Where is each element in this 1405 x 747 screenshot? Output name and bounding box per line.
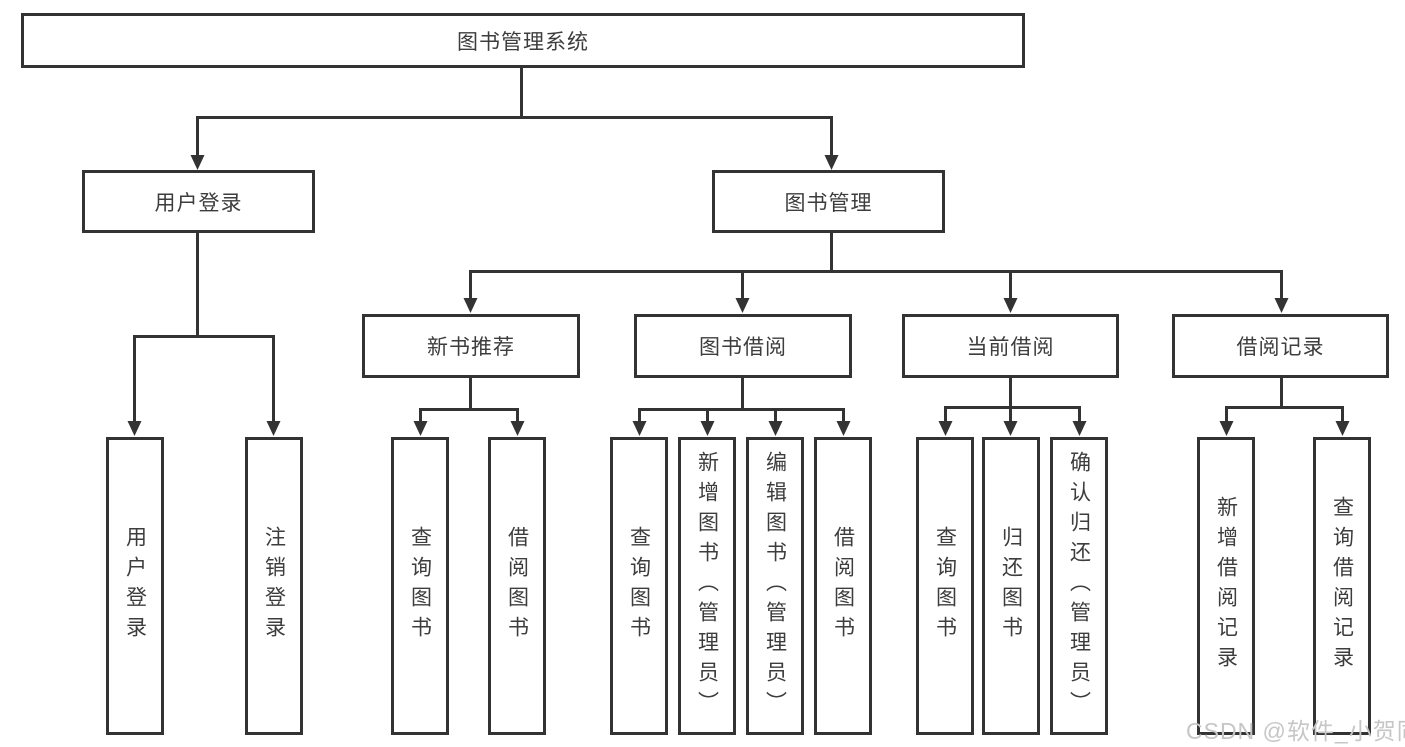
node-book-management: 图书管理 <box>712 170 945 233</box>
leaf-recommend-borrow-books: 借阅图书 <box>488 437 546 735</box>
leaf-logout-label: 注销登录 <box>262 526 286 646</box>
leaf-current-query-books: 查询图书 <box>916 437 974 735</box>
leaf-current-query-books-label: 查询图书 <box>933 526 957 646</box>
node-new-book-recommend: 新书推荐 <box>362 314 580 378</box>
leaf-records-query-record: 查询借阅记录 <box>1313 437 1371 735</box>
leaf-user-login: 用户登录 <box>106 437 164 735</box>
leaf-borrow-query-books-label: 查询图书 <box>627 526 651 646</box>
node-book-management-label: 图书管理 <box>784 191 873 215</box>
leaf-recommend-query-books-label: 查询图书 <box>408 526 432 646</box>
node-book-borrow: 图书借阅 <box>634 314 852 378</box>
leaf-current-return-books-label: 归还图书 <box>999 526 1023 646</box>
node-current-borrow: 当前借阅 <box>902 314 1119 378</box>
node-user-login-label: 用户登录 <box>154 191 243 215</box>
node-root-label: 图书管理系统 <box>457 30 589 54</box>
leaf-borrow-add-books-admin: 新增图书（管理员） <box>678 437 736 735</box>
leaf-current-confirm-return-admin: 确认归还（管理员） <box>1050 437 1108 735</box>
leaf-recommend-query-books: 查询图书 <box>391 437 449 735</box>
node-borrow-records-label: 借阅记录 <box>1236 336 1325 359</box>
leaf-recommend-borrow-books-label: 借阅图书 <box>505 526 529 646</box>
leaf-borrow-edit-books-admin: 编辑图书（管理员） <box>746 437 804 735</box>
leaf-records-add-record: 新增借阅记录 <box>1197 437 1255 735</box>
leaf-borrow-borrow-books: 借阅图书 <box>814 437 872 735</box>
leaf-borrow-query-books: 查询图书 <box>610 437 668 735</box>
leaf-user-login-label: 用户登录 <box>123 526 147 646</box>
node-new-book-recommend-label: 新书推荐 <box>427 336 515 359</box>
node-book-borrow-label: 图书借阅 <box>699 336 787 359</box>
csdn-watermark: CSDN @软件_小贺同学 <box>1186 718 1405 744</box>
leaf-borrow-borrow-books-label: 借阅图书 <box>831 526 855 646</box>
leaf-records-query-record-label: 查询借阅记录 <box>1330 496 1354 676</box>
node-current-borrow-label: 当前借阅 <box>966 336 1055 359</box>
leaf-current-confirm-return-admin-label: 确认归还（管理员） <box>1067 451 1091 721</box>
leaf-borrow-edit-books-admin-label: 编辑图书（管理员） <box>763 451 787 721</box>
leaf-borrow-add-books-admin-label: 新增图书（管理员） <box>695 451 719 721</box>
leaf-current-return-books: 归还图书 <box>982 437 1040 735</box>
leaf-records-add-record-label: 新增借阅记录 <box>1214 496 1238 676</box>
node-root: 图书管理系统 <box>21 13 1025 68</box>
node-user-login: 用户登录 <box>82 170 315 233</box>
leaf-logout: 注销登录 <box>245 437 303 735</box>
node-borrow-records: 借阅记录 <box>1172 314 1389 378</box>
